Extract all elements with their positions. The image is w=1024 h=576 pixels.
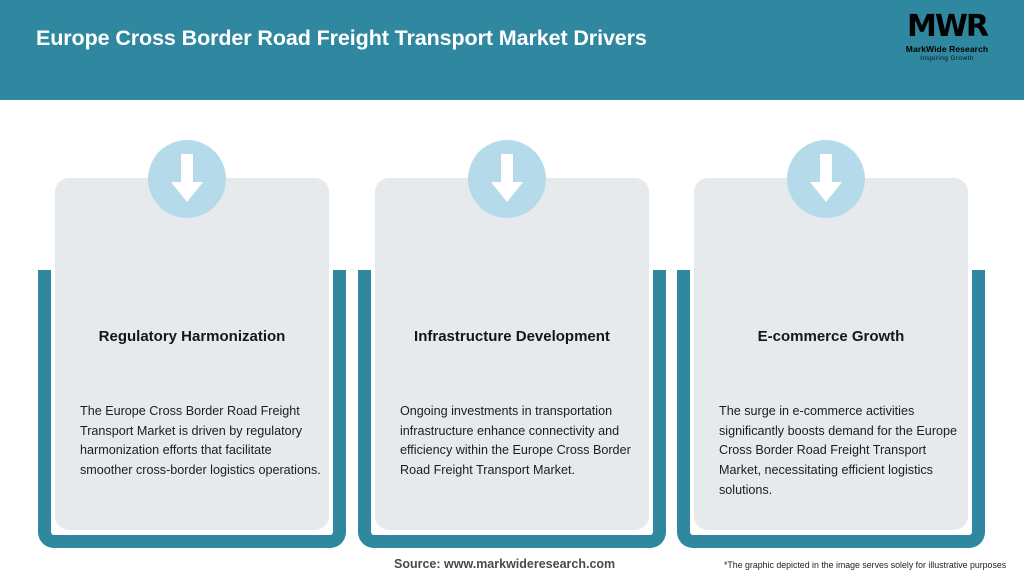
driver-card-3[interactable]: E-commerce Growth The surge in e-commerc… <box>677 100 985 548</box>
drivers-card-group: Regulatory Harmonization The Europe Cros… <box>0 100 1024 548</box>
card-surface: E-commerce Growth The surge in e-commerc… <box>694 178 968 530</box>
driver-card-1[interactable]: Regulatory Harmonization The Europe Cros… <box>38 100 346 548</box>
logo-company-name: MarkWide Research <box>905 44 989 54</box>
card-title: Regulatory Harmonization <box>98 328 286 345</box>
card-title: E-commerce Growth <box>757 328 905 345</box>
arrow-down-icon <box>468 140 546 218</box>
logo-tagline: Inspiring Growth <box>920 55 974 62</box>
source-label: Source: www.markwideresearch.com <box>394 557 616 571</box>
card-bracket-accent <box>358 270 666 548</box>
card-bracket-accent <box>677 270 985 548</box>
page-header: Europe Cross Border Road Freight Transpo… <box>0 0 1024 100</box>
driver-card-2[interactable]: Infrastructure Development Ongoing inves… <box>358 100 666 548</box>
brand-logo: MWR MarkWide Research Inspiring Growth <box>892 10 1002 68</box>
card-body-text: Ongoing investments in transportation in… <box>400 404 631 478</box>
card-bracket-accent <box>38 270 346 548</box>
logo-monogram-icon: MWR <box>906 9 989 44</box>
card-title: Infrastructure Development <box>414 328 610 345</box>
card-body-text: The surge in e-commerce activities signi… <box>719 404 958 497</box>
card-surface: Regulatory Harmonization The Europe Cros… <box>55 178 329 530</box>
page-title: Europe Cross Border Road Freight Transpo… <box>36 26 647 50</box>
card-body-text: The Europe Cross Border Road Freight Tra… <box>80 404 321 478</box>
arrow-down-icon <box>787 140 865 218</box>
disclaimer-note: *The graphic depicted in the image serve… <box>724 560 1007 570</box>
arrow-down-icon <box>148 140 226 218</box>
card-surface: Infrastructure Development Ongoing inves… <box>375 178 649 530</box>
